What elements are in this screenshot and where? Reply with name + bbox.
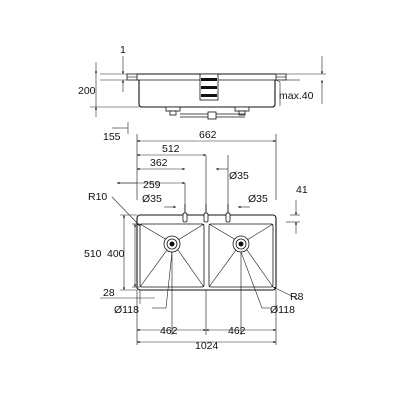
- plan-view: 662 512 362 Ø35 259 Ø35 Ø35 R10 41: [84, 129, 308, 352]
- dim-1: 1: [120, 44, 126, 56]
- dim-662: 662: [199, 129, 217, 141]
- bowl-left: [139, 223, 205, 288]
- dim-1024: 1024: [195, 340, 219, 352]
- overflow-pipe-joint: [207, 111, 217, 120]
- dim-drain-right: Ø118: [270, 304, 295, 316]
- dim-hole-top: Ø35: [229, 170, 249, 182]
- dim-r8: R8: [290, 291, 304, 303]
- sink-cutout-outline: [136, 214, 277, 291]
- dim-400: 400: [107, 248, 125, 260]
- drain-left: [165, 106, 181, 112]
- drain-right: [234, 106, 250, 112]
- dim-462-right: 462: [228, 325, 246, 337]
- dim-200: 200: [78, 85, 96, 97]
- bowl-right: [208, 223, 274, 288]
- sink-body-profile: [138, 80, 276, 108]
- dim-max40: max.40: [279, 90, 314, 102]
- dim-hole-left: Ø35: [142, 193, 162, 205]
- tap-hole-center: [203, 204, 209, 223]
- tap-hole-left: [182, 204, 188, 223]
- dim-155: 155: [103, 131, 121, 143]
- dim-hole-right: Ø35: [248, 193, 268, 205]
- dim-362: 362: [150, 157, 168, 169]
- dim-41: 41: [296, 184, 308, 196]
- tap-hole-right: [225, 204, 231, 223]
- dim-462-left: 462: [160, 325, 178, 337]
- dim-28: 28: [103, 287, 115, 299]
- dim-510: 510: [84, 248, 102, 260]
- dim-512: 512: [162, 143, 180, 155]
- dim-drain-left: Ø118: [114, 304, 139, 316]
- dim-r10: R10: [88, 191, 107, 203]
- side-view: 1 200 155 max.40: [78, 44, 326, 143]
- dim-259: 259: [143, 179, 161, 191]
